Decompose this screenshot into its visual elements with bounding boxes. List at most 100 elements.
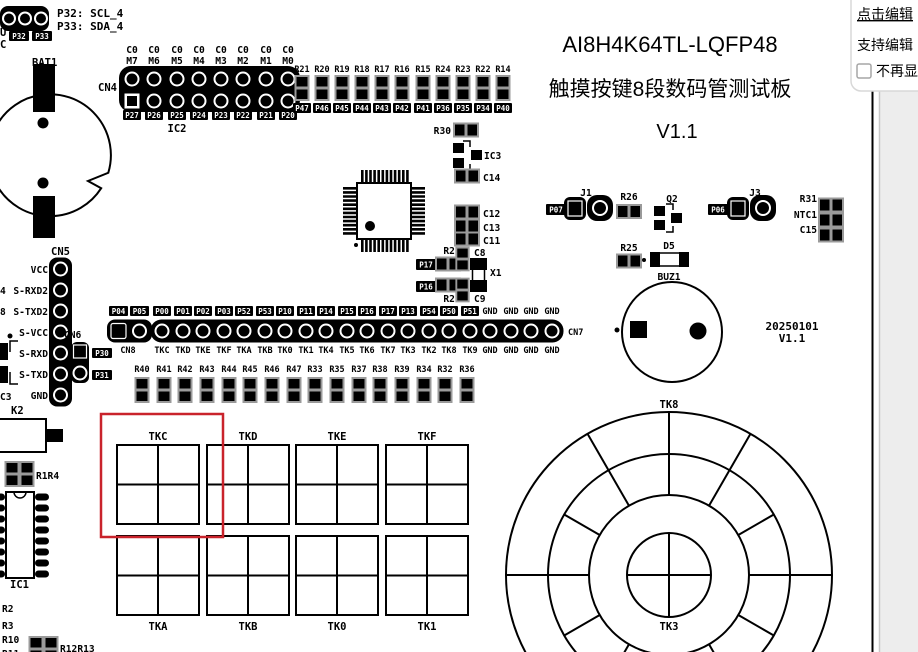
ic-pins (0, 493, 49, 578)
pin-badge: P14 (319, 307, 333, 316)
resistor-row-bottom[interactable]: R40 R41 R42 R43 R44 R45 R46 R47 R33 R35 … (134, 365, 475, 403)
dont-show-checkbox[interactable] (856, 63, 872, 79)
touchpad-tke[interactable] (295, 444, 379, 525)
silk-label: C9 (474, 294, 486, 305)
silk-label: C14 (483, 173, 501, 184)
component-q2[interactable]: Q2 (654, 194, 682, 233)
pin-label: TK7 (380, 346, 395, 356)
silk-label: R45 (242, 365, 257, 375)
pin-label: S-TXD2 (13, 307, 48, 318)
component-cn5[interactable]: CN5 VCC S-RXD2 S-TXD2 S-VCC S-RXD S-TXD … (13, 246, 72, 407)
component-left-edge[interactable]: C3 (0, 333, 18, 404)
badge-bg (92, 348, 112, 358)
pad (654, 220, 665, 230)
silk-label: R47 (286, 365, 301, 375)
pin-badge: P17 (381, 307, 395, 316)
pin-badge: P40 (496, 104, 510, 113)
component-bat1[interactable]: BAT1 (0, 57, 112, 238)
pad-hole (127, 96, 137, 106)
col-label: C0 (215, 45, 227, 56)
resistor-row-top[interactable]: R21 R20 R19 R18 R17 R16 R15 R24 R23 R22 … (293, 65, 512, 113)
component-k2[interactable]: K2 (0, 405, 63, 453)
silk-label: C15 (800, 225, 818, 236)
pin-label: TK1 (298, 346, 313, 356)
switch-actuator (46, 429, 63, 442)
pin-badge: P11 (299, 307, 313, 316)
touchpad-label: TKA (149, 621, 169, 633)
component-r12r13[interactable]: R12R13 (28, 636, 95, 652)
component-cn4[interactable]: CN4 (98, 66, 300, 112)
pin-label: TK9 (462, 346, 477, 356)
touchwheel-label: TK8 (660, 399, 679, 411)
component-ic2[interactable]: IC2 (168, 123, 425, 252)
pin1-notch (13, 491, 27, 499)
pin-badge: P15 (340, 307, 354, 316)
silk-label: R46 (264, 365, 279, 375)
silk-label: R35 (329, 365, 344, 375)
component-j1[interactable]: J1 P07 (546, 188, 613, 221)
edit-link[interactable]: 点击编辑 (857, 6, 913, 22)
pin-badge: P00 (155, 307, 169, 316)
silk-fragment: U (0, 27, 6, 39)
connector-body (150, 319, 564, 343)
pad-ring (567, 200, 583, 217)
silk-label: IC2 (168, 123, 187, 135)
component-x1[interactable]: X1 (470, 258, 502, 292)
component-buz1[interactable]: BUZ1 (614, 272, 723, 383)
badge-bg (32, 31, 52, 41)
touchpad-tkb[interactable] (206, 535, 290, 616)
pad-hole (36, 13, 46, 24)
silk-label: J3 (749, 188, 761, 199)
pad (630, 321, 647, 338)
touchpad-tk1[interactable] (385, 535, 469, 616)
component-ic1[interactable]: IC1 (0, 491, 49, 591)
component-cn6[interactable]: CN6 P30 P31 (64, 330, 112, 383)
body-outline (9, 340, 18, 385)
touch-wheel[interactable]: TK8 TK3 (505, 399, 833, 652)
pin-badge: P22 (236, 111, 250, 120)
touchpad-tkd[interactable] (206, 444, 290, 525)
pad (689, 322, 707, 340)
pad (564, 197, 586, 220)
silk-label: R34 (416, 365, 431, 375)
silk-label: R12R13 (60, 644, 95, 652)
touchpad-tkc[interactable] (116, 444, 200, 525)
component-cn7[interactable]: CN7 (150, 319, 584, 343)
touchpad-tka[interactable] (116, 535, 200, 616)
pin-label: GND (503, 346, 518, 356)
component-d5[interactable]: D5 (642, 241, 689, 267)
pin-badge: P41 (416, 104, 430, 113)
component-r1r4[interactable]: R1R4 (4, 461, 60, 487)
col-label: M2 (237, 56, 249, 67)
silk-fragment: C (0, 39, 6, 51)
touchpad-tk0[interactable] (295, 535, 379, 616)
edit-popup: 点击编辑 支持编辑 不再显 (850, 0, 918, 92)
silk-label: R18 (354, 65, 369, 75)
silk-label: R11 (2, 649, 20, 652)
touchpad-grid[interactable] (116, 444, 469, 616)
pin-badge: P20 (281, 111, 295, 120)
side-panel (879, 0, 918, 652)
component-top-left-header[interactable] (0, 6, 49, 31)
battery-outline (0, 93, 112, 218)
pad (33, 196, 55, 238)
ic-pins-left (343, 187, 356, 235)
col-label: C0 (148, 45, 160, 56)
component-ic3[interactable]: IC3 (453, 140, 502, 171)
pin-badge: P26 (147, 111, 161, 120)
date-stamp: 20250101 (766, 320, 819, 333)
pin-badge: P47 (295, 104, 309, 113)
col-label: M0 (282, 56, 294, 67)
component-j3[interactable]: J3 P06 (708, 188, 776, 221)
pin-badge: P21 (259, 111, 273, 120)
board-title-name: 触摸按键8段数码管测试板 (549, 78, 792, 101)
silk-label: R32 (437, 365, 452, 375)
touchpad-tkf[interactable] (385, 444, 469, 525)
silk-label: C11 (483, 236, 501, 247)
component-cn8[interactable]: P04 P05 CN8 (107, 306, 152, 356)
pin-label: TK0 (277, 346, 292, 356)
silk-label: R3 (2, 621, 14, 632)
pin1-dot (7, 333, 13, 339)
